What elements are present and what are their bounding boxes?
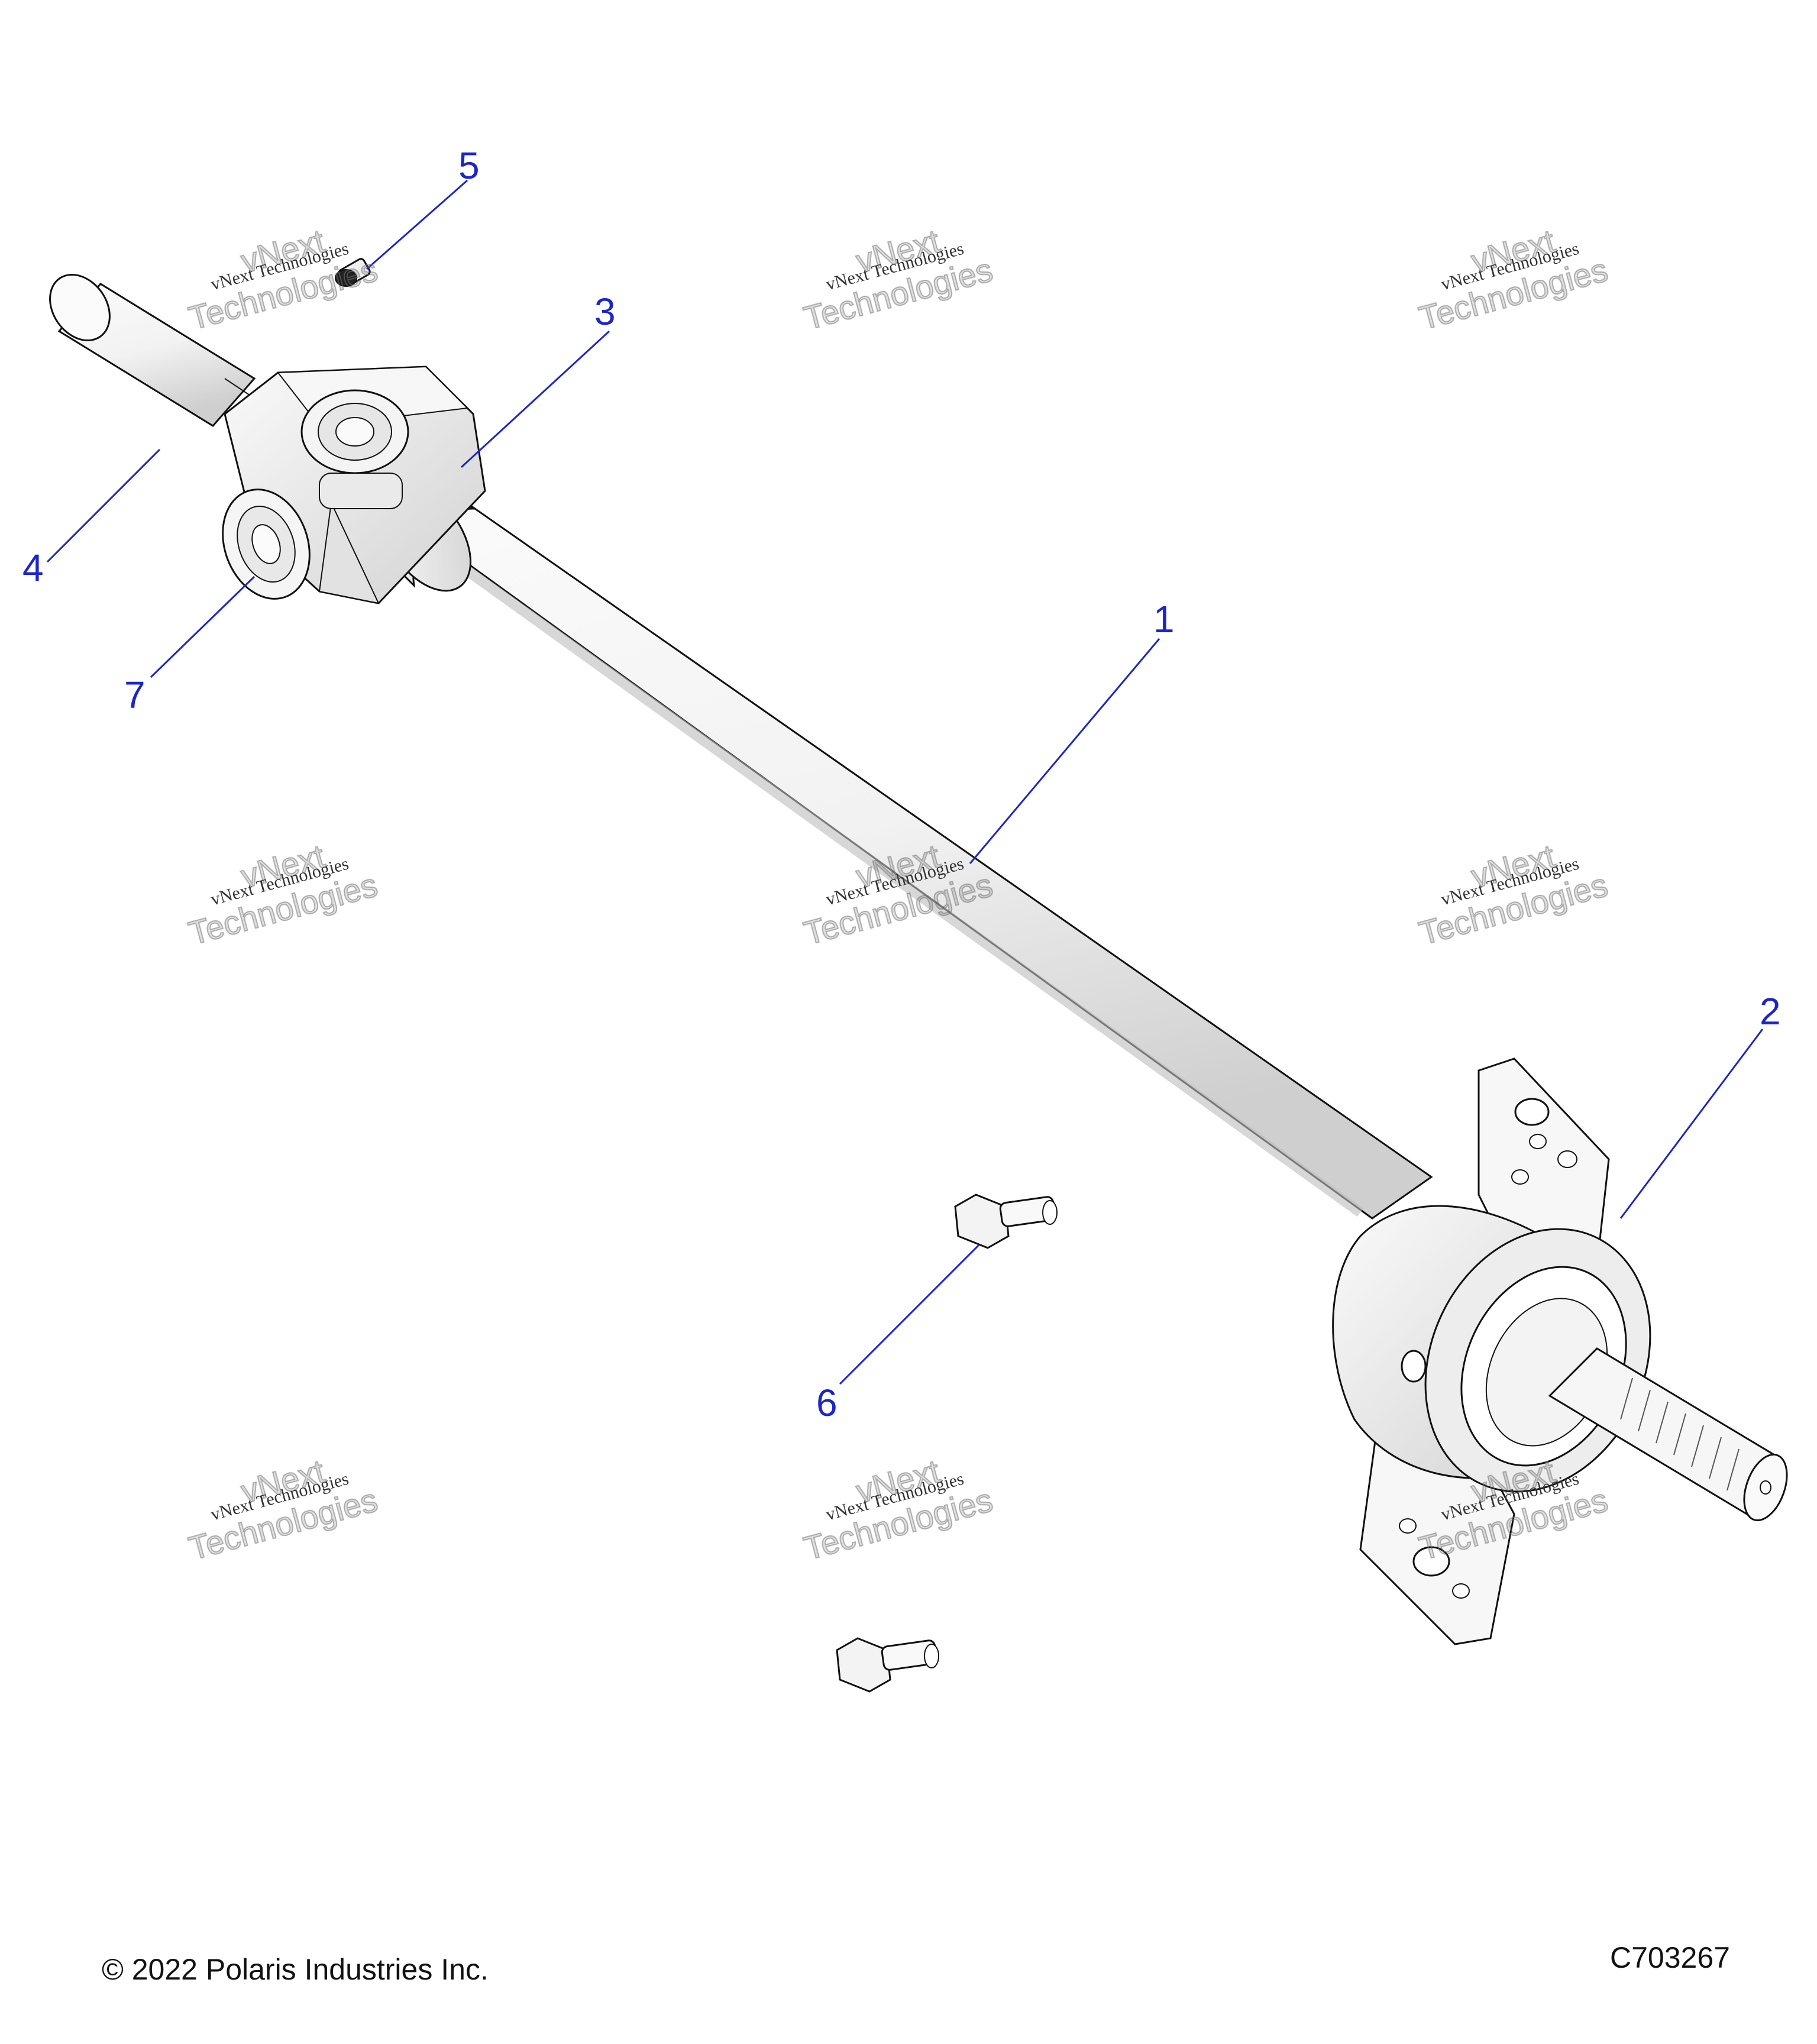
grease-fitting bbox=[335, 258, 371, 287]
leader-lines bbox=[46, 179, 1764, 1385]
center-bearing-bracket bbox=[1332, 1057, 1788, 1645]
leader-4 bbox=[46, 448, 161, 563]
callout-1[interactable]: 1 bbox=[1153, 598, 1175, 641]
shaft-tube bbox=[406, 490, 1433, 1220]
leader-5 bbox=[366, 179, 468, 270]
callout-4[interactable]: 4 bbox=[22, 546, 44, 589]
copyright-notice: © 2022 Polaris Industries Inc. bbox=[102, 1953, 489, 1986]
callout-2[interactable]: 2 bbox=[1760, 990, 1781, 1033]
leader-2 bbox=[1619, 1029, 1764, 1219]
figure-code: C703267 bbox=[1610, 1941, 1730, 1974]
leader-7 bbox=[150, 575, 256, 678]
u-joint-bearing-cap bbox=[222, 489, 311, 600]
flange-bolt bbox=[836, 1637, 939, 1693]
leader-3 bbox=[460, 330, 610, 468]
callout-5[interactable]: 5 bbox=[458, 144, 480, 187]
callout-7[interactable]: 7 bbox=[124, 674, 146, 716]
callout-3[interactable]: 3 bbox=[594, 290, 616, 333]
callout-6[interactable]: 6 bbox=[816, 1382, 838, 1424]
leader-1 bbox=[969, 638, 1160, 864]
flange-bolt bbox=[954, 1194, 1058, 1249]
leader-6 bbox=[839, 1244, 980, 1385]
